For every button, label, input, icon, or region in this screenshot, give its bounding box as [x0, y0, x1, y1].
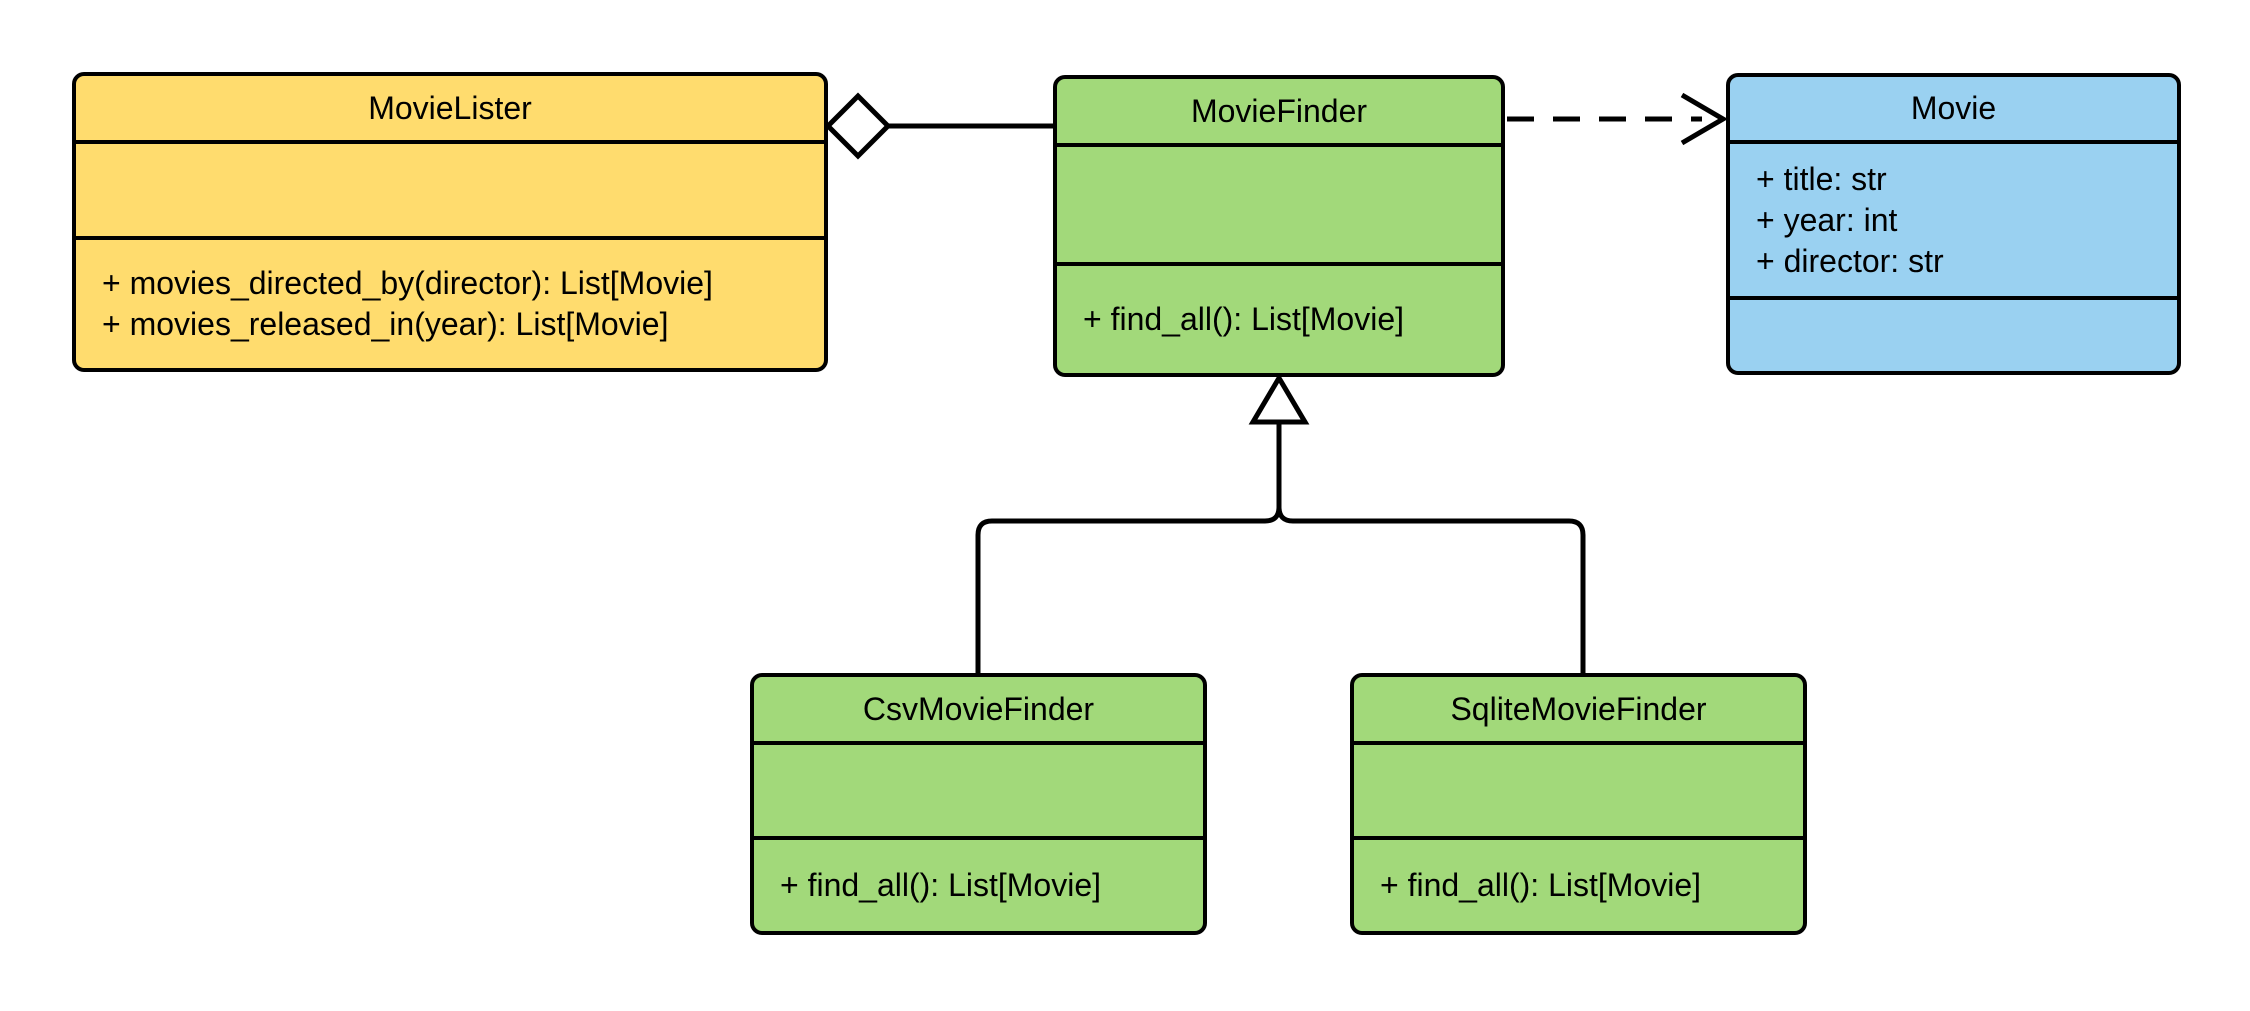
generalization-branch-left: [975, 506, 1282, 673]
class-title-bar: CsvMovieFinder: [754, 677, 1203, 745]
methods-section: + find_all(): List[Movie]: [1057, 266, 1501, 373]
class-box-movie[interactable]: Movie + title: str + year: int + directo…: [1726, 73, 2181, 375]
methods-section: + find_all(): List[Movie]: [754, 840, 1203, 931]
class-name: SqliteMovieFinder: [1450, 690, 1707, 727]
aggregation-diamond-icon: [824, 92, 892, 160]
method-entry: + find_all(): List[Movie]: [1083, 301, 1405, 337]
attributes-section: + title: str + year: int + director: str: [1730, 144, 2177, 300]
methods-section: + movies_directed_by(director): List[Mov…: [76, 240, 824, 368]
class-name: MovieLister: [368, 89, 532, 126]
class-box-movielister[interactable]: MovieLister + movies_directed_by(directo…: [72, 72, 828, 372]
dependency-connector[interactable]: [1507, 92, 1728, 146]
attributes-section: [754, 745, 1203, 840]
class-box-moviefinder[interactable]: MovieFinder + find_all(): List[Movie]: [1053, 75, 1505, 377]
generalization-connector[interactable]: [975, 373, 1586, 673]
dependency-open-arrow-icon: [1680, 92, 1728, 146]
method-entry: + movies_released_in(year): List[Movie]: [102, 306, 669, 342]
attribute-entry: + title: str: [1756, 160, 1887, 197]
class-title-bar: MovieLister: [76, 76, 824, 144]
method-entry: + movies_directed_by(director): List[Mov…: [102, 265, 713, 301]
class-name: Movie: [1910, 90, 1997, 126]
methods-section: + find_all(): List[Movie]: [1354, 840, 1803, 931]
class-title-bar: MovieFinder: [1057, 79, 1501, 147]
class-name: CsvMovieFinder: [862, 690, 1095, 727]
attributes-section: [1057, 147, 1501, 266]
class-name: MovieFinder: [1190, 92, 1368, 129]
attributes-section: [76, 144, 824, 240]
attribute-entry: + director: str: [1756, 242, 1944, 279]
method-entry: + find_all(): List[Movie]: [780, 867, 1102, 903]
class-title-bar: Movie: [1730, 77, 2177, 144]
methods-section: [1730, 300, 2177, 371]
method-entry: + find_all(): List[Movie]: [1380, 867, 1702, 903]
class-title-bar: SqliteMovieFinder: [1354, 677, 1803, 745]
generalization-triangle-icon: [1248, 373, 1310, 425]
aggregation-connector[interactable]: [824, 92, 1056, 160]
attributes-section: [1354, 745, 1803, 840]
generalization-branch-right: [1276, 506, 1586, 673]
attribute-entry: + year: int: [1756, 201, 1898, 238]
class-box-sqlitemoviefinder[interactable]: SqliteMovieFinder + find_all(): List[Mov…: [1350, 673, 1807, 935]
class-box-csvmoviefinder[interactable]: CsvMovieFinder + find_all(): List[Movie]: [750, 673, 1207, 935]
